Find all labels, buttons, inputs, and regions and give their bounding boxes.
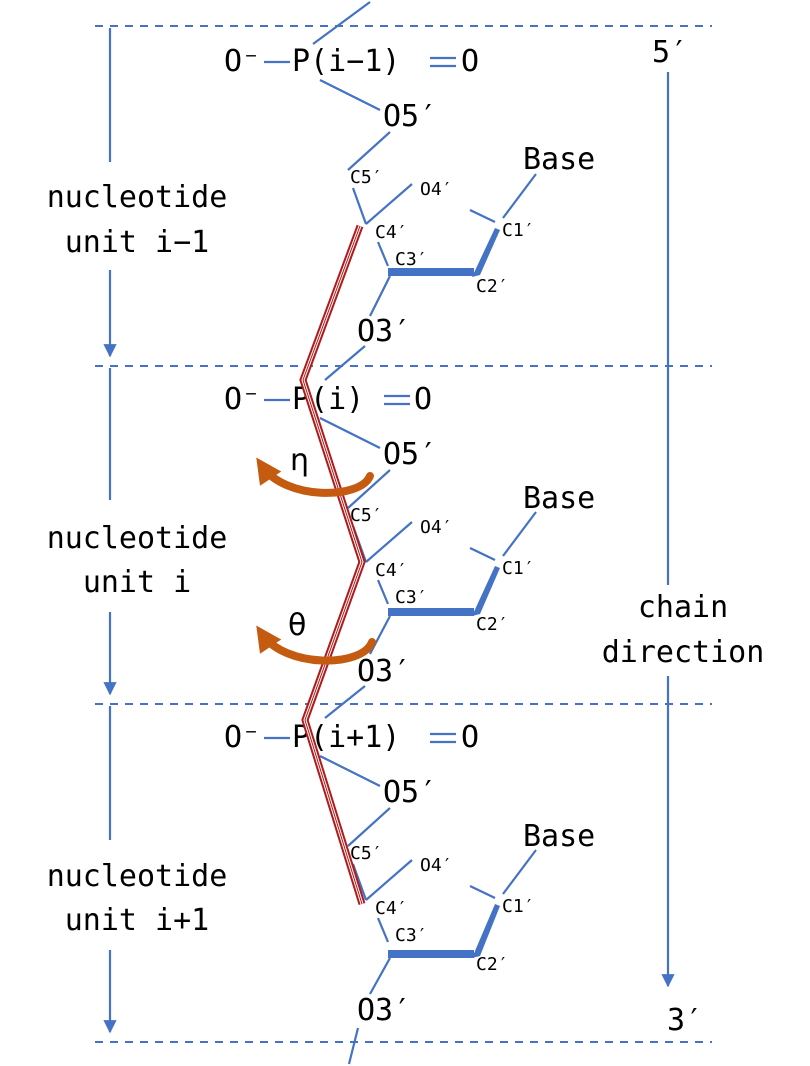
theta-rotation-arrow [256, 625, 376, 665]
c1-label: C1′ [502, 896, 535, 917]
unit-label-line2: unit i [83, 565, 191, 600]
c5-label: C5′ [350, 843, 383, 864]
c3-label: C3′ [395, 249, 428, 270]
c2-label: C2′ [476, 954, 509, 975]
base-label: Base [523, 142, 595, 177]
c4-label: C4′ [375, 222, 408, 243]
o5-label: O5′ [383, 775, 437, 810]
c5-label: C5′ [350, 167, 383, 188]
c3-label: C3′ [395, 587, 428, 608]
o5-label: O5′ [383, 437, 437, 472]
nucleotide-unit: O⁻ P(i−1) O O5′ C5′ O4′ Base C1′ C4′ C3′… [224, 44, 595, 381]
outgoing-backbone-bond [347, 1027, 360, 1065]
phosphate-oxygen-double: O [461, 720, 479, 755]
c4-label: C4′ [375, 560, 408, 581]
phosphate-oxygen-double: O [414, 382, 432, 417]
chain-direction-label-line1: chain [638, 590, 728, 625]
unit-label-line1: nucleotide [47, 180, 228, 215]
base-label: Base [523, 819, 595, 854]
c2-label: C2′ [476, 614, 509, 635]
c5-label: C5′ [350, 505, 383, 526]
theta-torsion-label: θ [288, 608, 306, 643]
o3-label: O3′ [357, 314, 411, 349]
pseudo-bond-zigzag [299, 224, 366, 906]
eta-rotation-arrow [256, 457, 374, 497]
c2-label: C2′ [476, 276, 509, 297]
phosphate-oxygen-minus: O⁻ [224, 382, 260, 417]
c4-label: C4′ [375, 898, 408, 919]
unit-label-line1: nucleotide [47, 859, 228, 894]
o4-label: O4′ [420, 179, 453, 200]
unit-label-line1: nucleotide [47, 521, 228, 556]
c1-label: C1′ [502, 558, 535, 579]
phosphate-oxygen-double: O [461, 44, 479, 79]
c3-label: C3′ [395, 925, 428, 946]
eta-torsion-label: η [290, 443, 309, 478]
o5-label: O5′ [383, 99, 437, 134]
five-prime-end-label: 5′ [652, 35, 688, 70]
base-label: Base [523, 481, 595, 516]
unit-label-line2: unit i+1 [65, 903, 210, 938]
nucleotide-unit: O⁻ P(i) O O5′ C5′ O4′ Base C1′ C4′ C3′ C… [224, 382, 595, 719]
chain-direction-label-line2: direction [602, 635, 765, 670]
three-prime-end-label: 3′ [667, 1003, 703, 1038]
nucleotide-unit: O⁻ P(i+1) O O5′ C5′ O4′ Base C1′ C4′ C3′… [224, 720, 595, 1028]
o3-label: O3′ [357, 993, 411, 1028]
unit-label-line2: unit i−1 [65, 225, 210, 260]
phosphate-oxygen-minus: O⁻ [224, 44, 260, 79]
o4-label: O4′ [420, 517, 453, 538]
phosphorus-label: P(i−1) [292, 44, 400, 79]
o4-label: O4′ [420, 855, 453, 876]
phosphate-oxygen-minus: O⁻ [224, 720, 260, 755]
o3-label: O3′ [357, 654, 411, 689]
incoming-backbone-bond [312, 1, 371, 45]
c1-label: C1′ [502, 220, 535, 241]
